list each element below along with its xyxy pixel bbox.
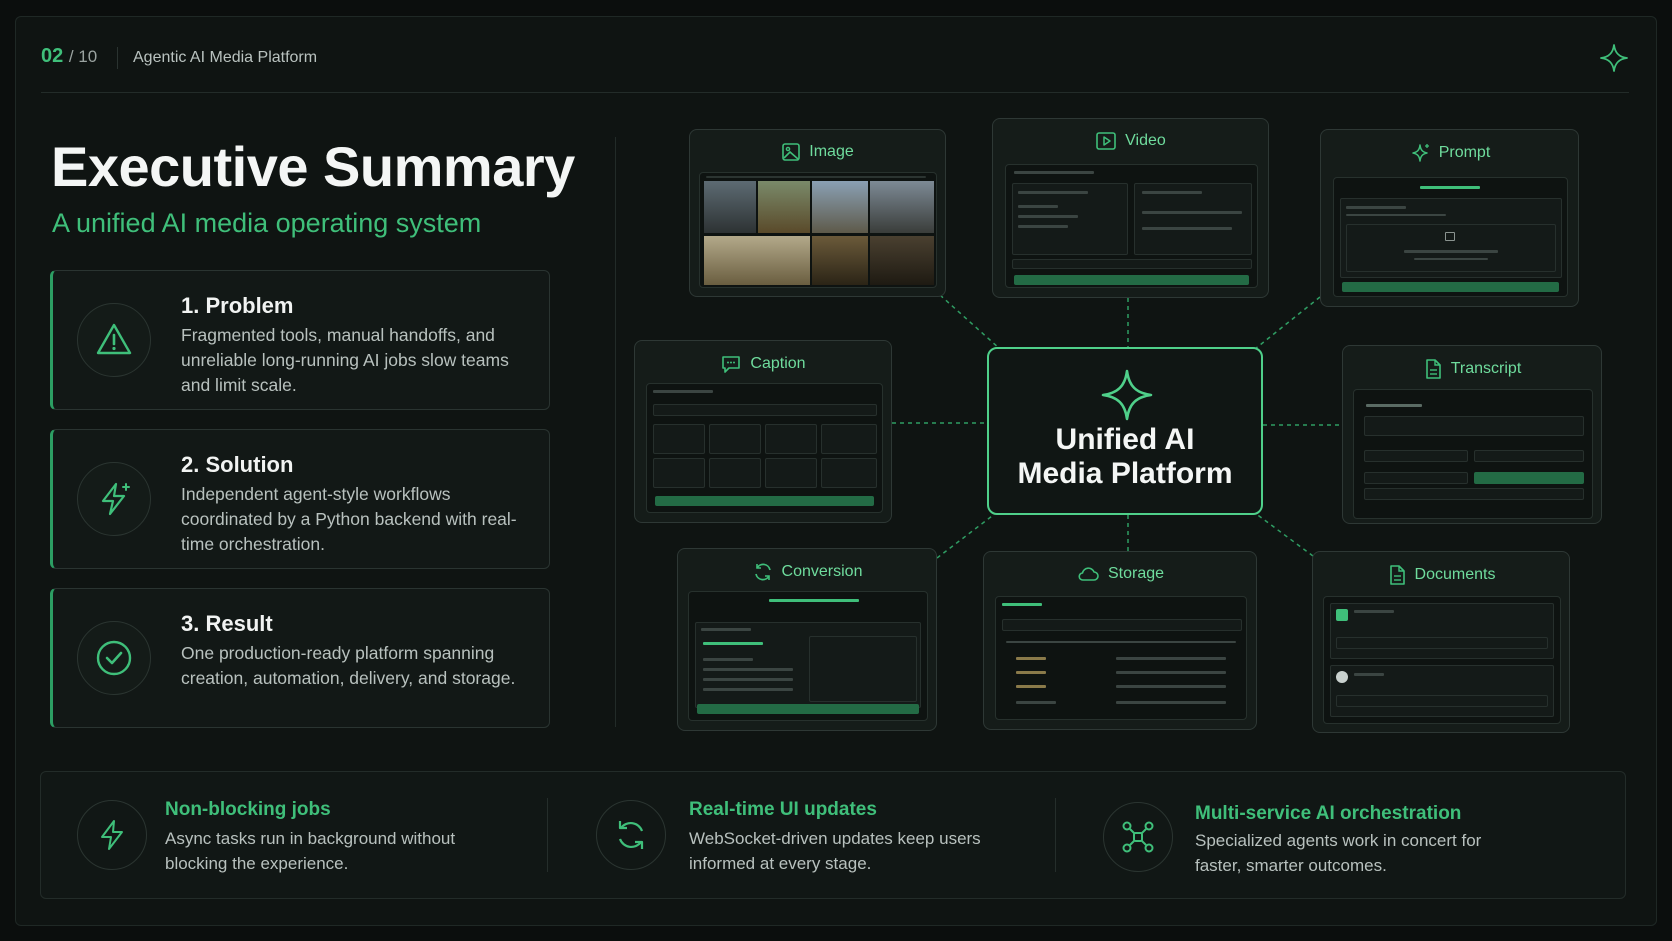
sparkles-icon [1411,144,1429,162]
module-transcript[interactable]: Transcript [1342,345,1602,524]
network-icon [1103,802,1173,872]
feature-body: Async tasks run in background without bl… [165,829,456,873]
document-icon [1425,359,1441,379]
feature-divider [1055,798,1056,872]
module-conversion[interactable]: Conversion [677,548,937,731]
transcript-preview [1353,389,1593,519]
module-storage[interactable]: Storage [983,551,1257,730]
caption-preview [646,383,883,513]
refresh-icon [596,800,666,870]
module-documents[interactable]: Documents [1312,551,1570,733]
prompt-preview [1333,177,1568,297]
sparkle-icon [1101,369,1153,421]
module-label: Prompt [1438,144,1491,161]
chat-bubble-icon [722,356,741,373]
hub-line-2: Media Platform [1017,457,1233,490]
card-heading: 3. Result [181,611,273,636]
lightning-sparkle-icon [77,462,151,536]
video-preview [1005,164,1258,288]
conversion-preview [688,591,928,721]
hub-label: Unified AI Media Platform [989,423,1261,491]
module-label: Video [1125,132,1166,149]
lightning-icon [77,800,147,870]
card-body: Fragmented tools, manual handoffs, and u… [181,325,509,395]
card-body: One production-ready platform spanning c… [181,643,516,688]
document-icon [1389,565,1405,585]
page-subtitle: A unified AI media operating system [52,208,482,238]
module-caption[interactable]: Caption [634,340,892,523]
image-preview [699,172,937,288]
header-divider [117,47,118,69]
page-title: Executive Summary [51,135,575,198]
module-label: Transcript [1450,360,1522,377]
header-rule [41,92,1629,93]
module-label: Conversion [781,563,863,580]
cloud-icon [1078,567,1099,581]
card-heading: 2. Solution [181,452,294,477]
feature-title: Real-time UI updates [689,799,877,820]
page-current: 02 [41,45,64,67]
feature-body: Specialized agents work in concert for f… [1195,831,1482,875]
page-counter: 02 / 10 [41,45,97,68]
section-divider [615,137,616,727]
module-label: Documents [1414,566,1496,583]
feature-divider [547,798,548,872]
module-label: Storage [1107,565,1165,582]
hub-unified-platform: Unified AI Media Platform [987,347,1263,515]
card-heading: 1. Problem [181,293,294,318]
module-video[interactable]: Video [992,118,1269,298]
documents-preview [1323,596,1561,724]
feature-strip: Non-blocking jobs Async tasks run in bac… [40,771,1626,899]
warning-icon [77,303,151,377]
card-solution: 2. Solution Independent agent-style work… [50,429,550,569]
module-prompt[interactable]: Prompt [1320,129,1579,307]
card-result: 3. Result One production-ready platform … [50,588,550,728]
image-icon [782,143,801,161]
convert-cycle-icon [754,563,771,581]
hub-line-1: Unified AI [1055,423,1195,456]
card-body: Independent agent-style workflows coordi… [181,484,517,554]
video-play-icon [1096,132,1116,150]
storage-preview [995,596,1247,720]
feature-title: Multi-service AI orchestration [1195,803,1462,824]
module-image[interactable]: Image [689,129,946,297]
module-label: Caption [750,355,806,372]
card-problem: 1. Problem Fragmented tools, manual hand… [50,270,550,410]
feature-title: Non-blocking jobs [165,799,331,820]
feature-body: WebSocket-driven updates keep users info… [689,829,981,873]
module-label: Image [809,143,854,160]
sparkle-icon [1600,44,1628,72]
check-circle-icon [77,621,151,695]
page-total: / 10 [68,47,98,66]
deck-title: Agentic AI Media Platform [133,49,318,66]
